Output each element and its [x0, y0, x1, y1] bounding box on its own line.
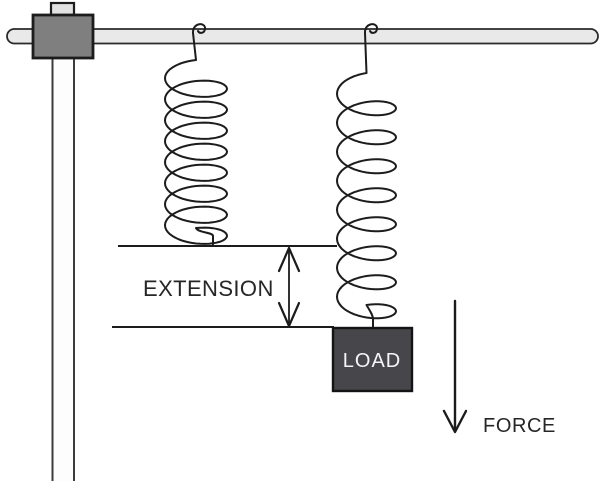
extension-label: EXTENSION [143, 276, 274, 301]
extension-arrowhead-up [277, 246, 301, 273]
stand-pole [51, 39, 75, 481]
right-spring [336, 23, 397, 330]
force-label: FORCE [483, 415, 556, 437]
load-block [331, 326, 414, 393]
force-arrowhead-down [442, 409, 468, 434]
load-label: LOAD [343, 350, 401, 372]
left-spring [164, 23, 228, 247]
clamp-block [31, 13, 95, 60]
horizontal-rod [6, 28, 599, 45]
extension-double-arrow-icon [277, 246, 301, 328]
extension-arrowhead-down [277, 301, 301, 328]
force-down-arrow-icon [442, 299, 468, 434]
